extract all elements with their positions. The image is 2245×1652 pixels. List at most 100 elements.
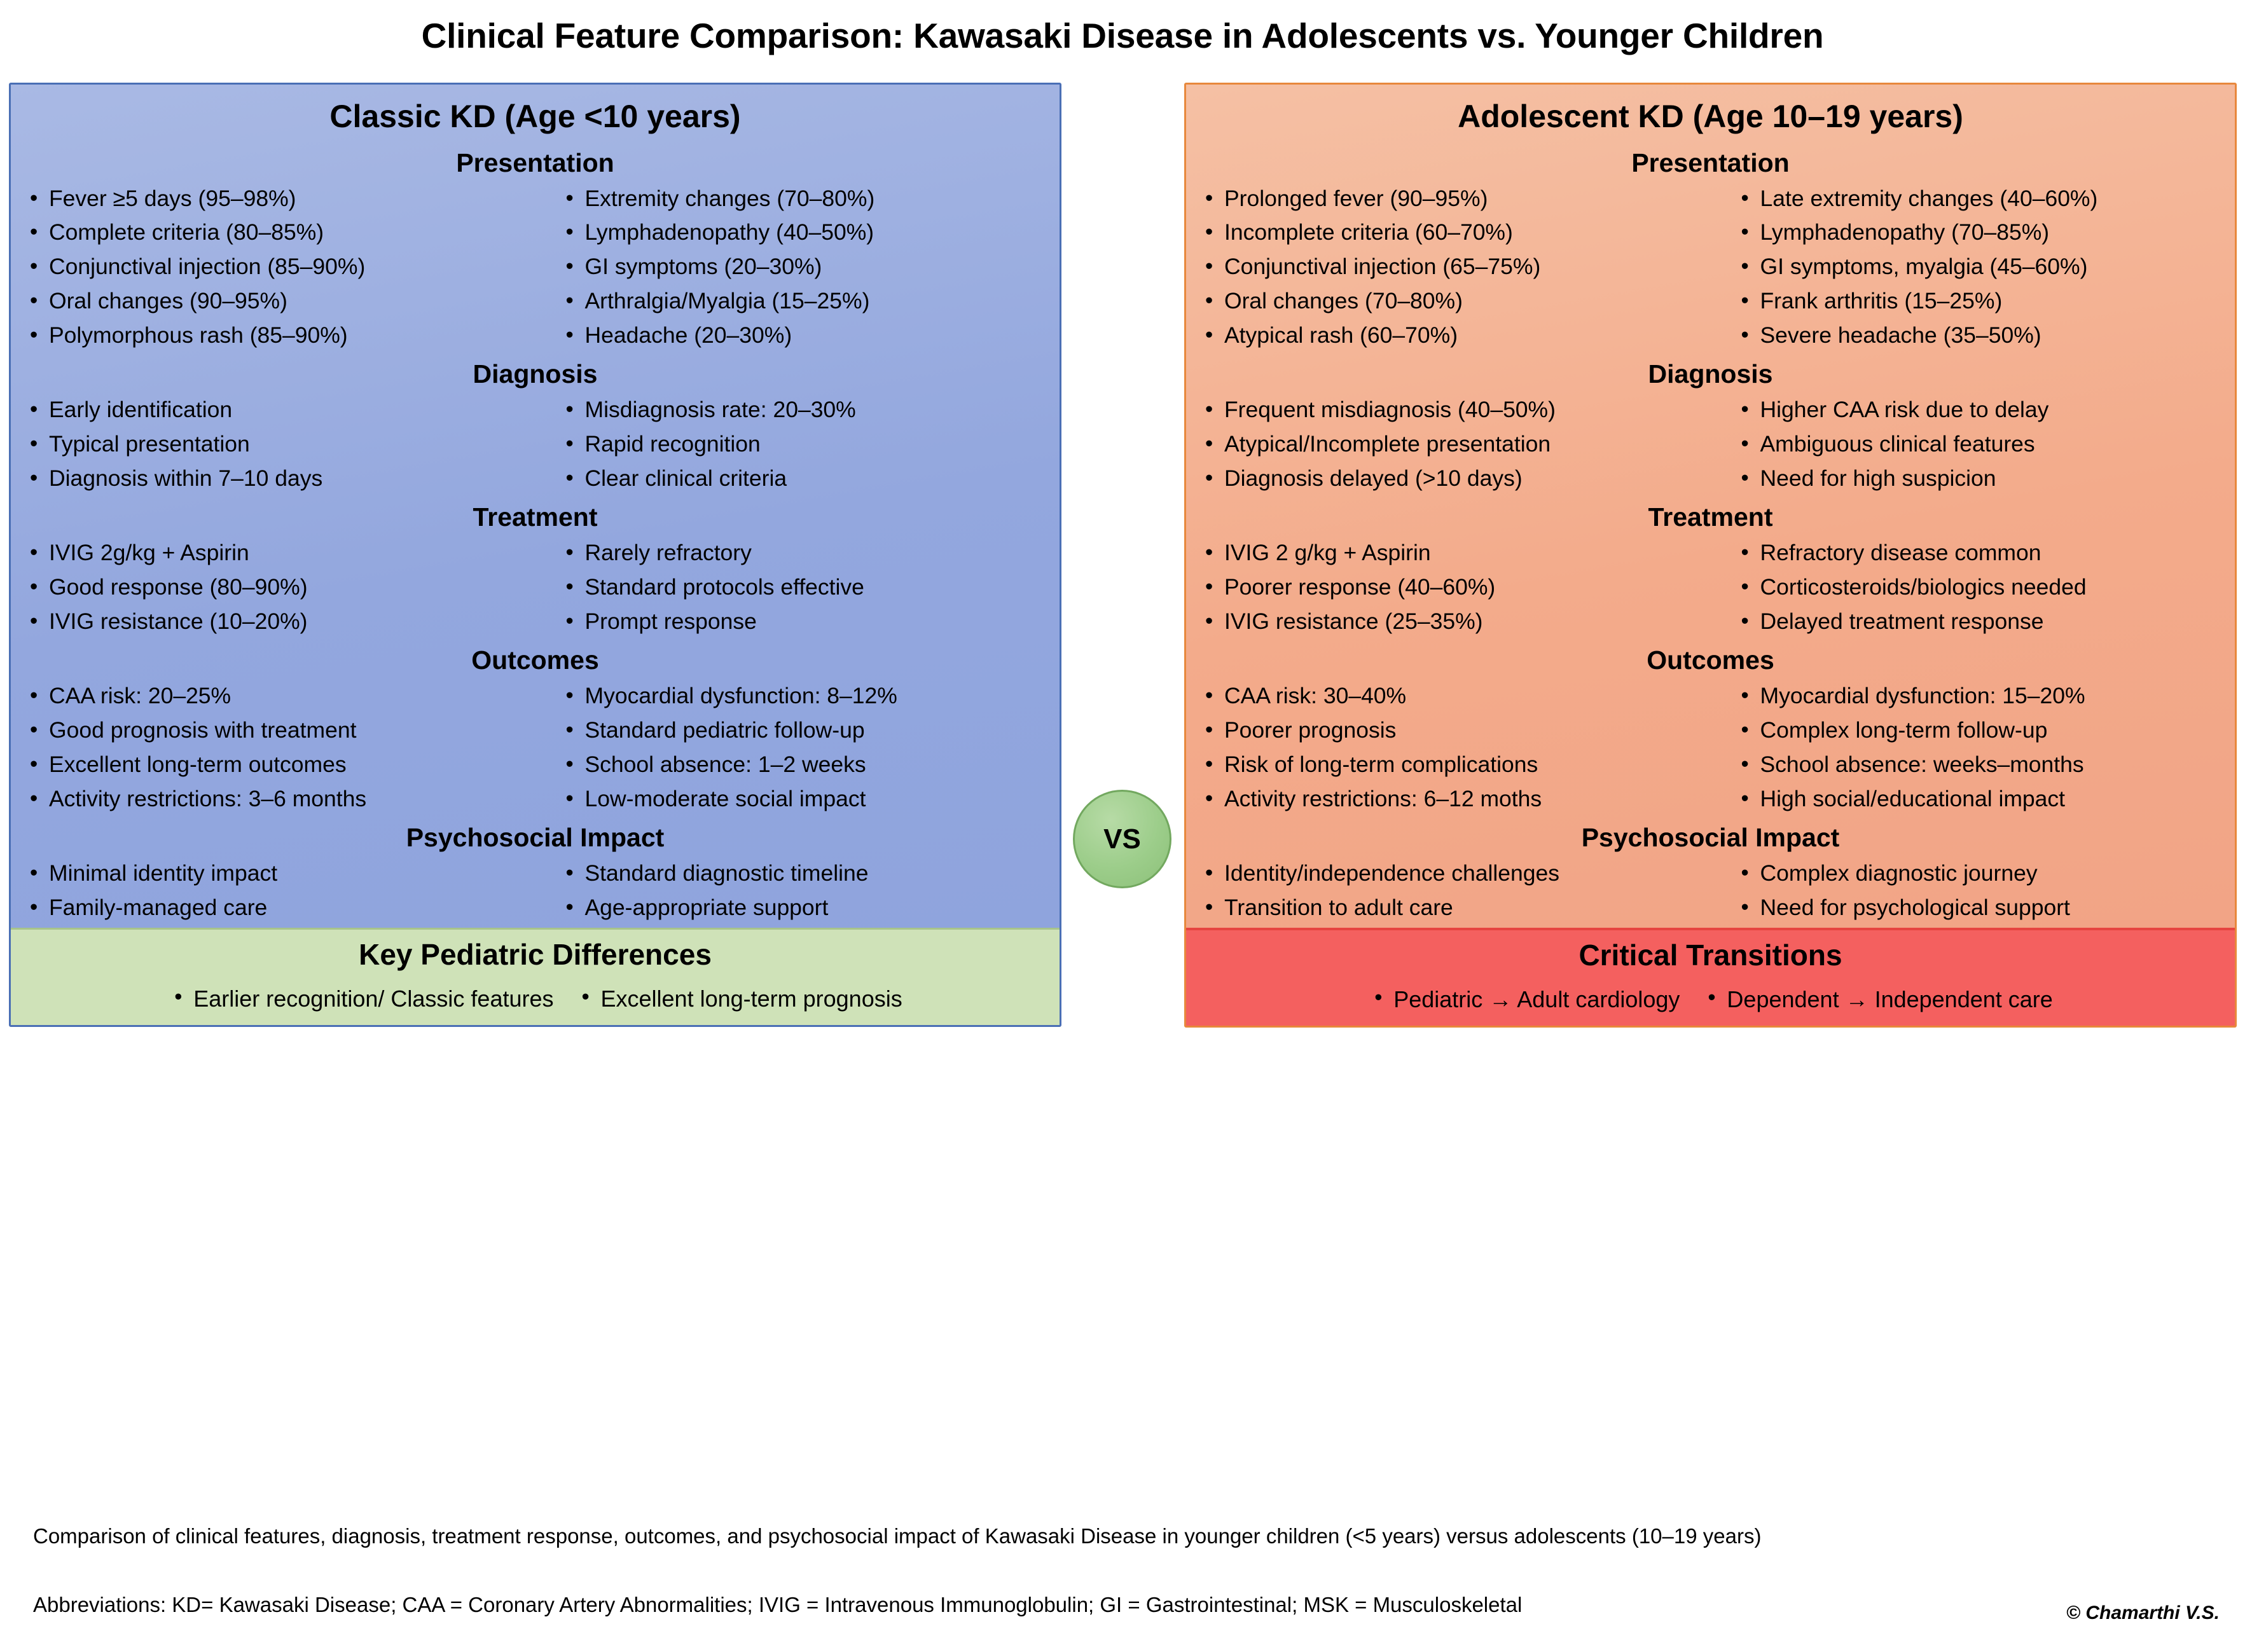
list-item: Early identification	[24, 392, 533, 427]
bullet-list: Prolonged fever (90–95%)Incomplete crite…	[1199, 181, 1708, 354]
list-item: GI symptoms (20–30%)	[560, 249, 1054, 284]
section-heading-outcomes: Outcomes	[1647, 645, 1774, 675]
list-item: Risk of long-term complications	[1199, 747, 1708, 782]
list-item: Frequent misdiagnosis (40–50%)	[1199, 392, 1708, 427]
bullet-column: Identity/independence challengesTransiti…	[1190, 856, 1711, 925]
bullet-list: CAA risk: 20–25%Good prognosis with trea…	[24, 678, 533, 816]
page-title: Clinical Feature Comparison: Kawasaki Di…	[421, 16, 1824, 55]
section-columns: Identity/independence challengesTransiti…	[1190, 856, 2231, 925]
list-item: Rapid recognition	[560, 427, 1054, 462]
list-item: Good response (80–90%)	[24, 570, 533, 605]
list-item: CAA risk: 30–40%	[1199, 678, 1708, 713]
list-item: Standard diagnostic timeline	[560, 856, 1054, 891]
section-heading-diagnosis: Diagnosis	[473, 359, 598, 389]
bullet-column: IVIG 2g/kg + AspirinGood response (80–90…	[15, 535, 535, 639]
footer-items-right: Pediatric → Adult cardiologyDependent → …	[1190, 985, 2231, 1013]
bullet-column: Early identificationTypical presentation…	[15, 392, 535, 496]
footer-item: Pediatric → Adult cardiology	[1368, 985, 1680, 1013]
bullet-list: Myocardial dysfunction: 15–20%Complex lo…	[1735, 678, 2229, 816]
bullet-list: Misdiagnosis rate: 20–30%Rapid recogniti…	[560, 392, 1054, 496]
list-item: Misdiagnosis rate: 20–30%	[560, 392, 1054, 427]
list-item: Extremity changes (70–80%)	[560, 181, 1054, 216]
list-item: Activity restrictions: 6–12 moths	[1199, 781, 1708, 816]
bullet-list: Standard diagnostic timelineAge-appropri…	[560, 856, 1054, 925]
list-item: Age-appropriate support	[560, 890, 1054, 925]
list-item: Diagnosis within 7–10 days	[24, 461, 533, 496]
comparison-area: Classic KD (Age <10 years) PresentationF…	[0, 83, 2245, 1504]
list-item: IVIG 2g/kg + Aspirin	[24, 535, 533, 570]
footer-items-left: Earlier recognition/ Classic features Exc…	[15, 984, 1056, 1012]
bullet-list: IVIG 2 g/kg + AspirinPoorer response (40…	[1199, 535, 1708, 639]
panel-adolescent-kd-body: Adolescent KD (Age 10–19 years) Presenta…	[1186, 85, 2235, 928]
list-item: Fever ≥5 days (95–98%)	[24, 181, 533, 216]
right-sections: PresentationProlonged fever (90–95%)Inco…	[1190, 148, 2231, 925]
list-item: Poorer prognosis	[1199, 713, 1708, 748]
section-heading-treatment: Treatment	[473, 502, 598, 532]
list-item: Myocardial dysfunction: 8–12%	[560, 678, 1054, 713]
bullet-list: Higher CAA risk due to delayAmbiguous cl…	[1735, 392, 2229, 496]
bullet-list: Extremity changes (70–80%)Lymphadenopath…	[560, 181, 1054, 354]
list-item: Late extremity changes (40–60%)	[1735, 181, 2229, 216]
list-item: Need for high suspicion	[1735, 461, 2229, 496]
list-item: Polymorphous rash (85–90%)	[24, 318, 533, 353]
bullet-column: Extremity changes (70–80%)Lymphadenopath…	[535, 181, 1056, 354]
list-item: Low-moderate social impact	[560, 781, 1054, 816]
list-item: Frank arthritis (15–25%)	[1735, 284, 2229, 319]
list-item: Minimal identity impact	[24, 856, 533, 891]
left-sections: PresentationFever ≥5 days (95–98%)Comple…	[15, 148, 1056, 925]
section-heading-diagnosis: Diagnosis	[1648, 359, 1773, 389]
list-item: IVIG resistance (25–35%)	[1199, 604, 1708, 639]
list-item: Severe headache (35–50%)	[1735, 318, 2229, 353]
bullet-list: Frequent misdiagnosis (40–50%)Atypical/I…	[1199, 392, 1708, 496]
bullet-list: Identity/independence challengesTransiti…	[1199, 856, 1708, 925]
list-item: Clear clinical criteria	[560, 461, 1054, 496]
list-item: Standard protocols effective	[560, 570, 1054, 605]
copyright-notice: © Chamarthi V.S.	[2066, 1602, 2220, 1623]
panel-adolescent-kd-title: Adolescent KD (Age 10–19 years)	[1458, 99, 1963, 134]
bullet-column: Myocardial dysfunction: 15–20%Complex lo…	[1711, 678, 2232, 816]
list-item: GI symptoms, myalgia (45–60%)	[1735, 249, 2229, 284]
bullet-column: Rarely refractoryStandard protocols effe…	[535, 535, 1056, 639]
section-columns: CAA risk: 20–25%Good prognosis with trea…	[15, 678, 1056, 816]
list-item: Prolonged fever (90–95%)	[1199, 181, 1708, 216]
figure-caption: Comparison of clinical features, diagnos…	[33, 1524, 1762, 1548]
bullet-column: CAA risk: 20–25%Good prognosis with trea…	[15, 678, 535, 816]
panel-classic-kd-title: Classic KD (Age <10 years)	[329, 99, 741, 134]
list-item: Complete criteria (80–85%)	[24, 215, 533, 250]
list-item: Corticosteroids/biologics needed	[1735, 570, 2229, 605]
bullet-list: Late extremity changes (40–60%)Lymphaden…	[1735, 181, 2229, 354]
bullet-list: Fever ≥5 days (95–98%)Complete criteria …	[24, 181, 533, 354]
bullet-column: Late extremity changes (40–60%)Lymphaden…	[1711, 181, 2232, 354]
section-heading-psychosocial-impact: Psychosocial Impact	[1581, 822, 1840, 852]
bullet-column: Higher CAA risk due to delayAmbiguous cl…	[1711, 392, 2232, 496]
vs-badge: VS	[1073, 790, 1171, 888]
critical-transitions-footer: Critical Transitions Pediatric → Adult c…	[1186, 927, 2235, 1026]
list-item: Myocardial dysfunction: 15–20%	[1735, 678, 2229, 713]
bullet-list: IVIG 2g/kg + AspirinGood response (80–90…	[24, 535, 533, 639]
section-columns: Minimal identity impactFamily-managed ca…	[15, 856, 1056, 925]
list-item: IVIG 2 g/kg + Aspirin	[1199, 535, 1708, 570]
bullet-list: Early identificationTypical presentation…	[24, 392, 533, 496]
section-heading-outcomes: Outcomes	[471, 645, 599, 675]
footer-item: Earlier recognition/ Classic features	[168, 984, 553, 1012]
abbreviations-line: Abbreviations: KD= Kawasaki Disease; CAA…	[33, 1592, 1523, 1616]
panel-classic-kd: Classic KD (Age <10 years) PresentationF…	[9, 83, 1061, 1027]
section-columns: CAA risk: 30–40%Poorer prognosisRisk of …	[1190, 678, 2232, 816]
list-item: Complex diagnostic journey	[1735, 856, 2229, 891]
bullet-column: CAA risk: 30–40%Poorer prognosisRisk of …	[1190, 678, 1711, 816]
section-heading-presentation: Presentation	[456, 148, 614, 177]
list-item: Rarely refractory	[560, 535, 1054, 570]
caption-block: Comparison of clinical features, diagnos…	[33, 1521, 2214, 1620]
bullet-column: Myocardial dysfunction: 8–12%Standard pe…	[535, 678, 1056, 816]
list-item: Transition to adult care	[1199, 890, 1708, 925]
section-columns: Prolonged fever (90–95%)Incomplete crite…	[1190, 181, 2232, 354]
list-item: Complex long-term follow-up	[1735, 713, 2229, 748]
list-item: Need for psychological support	[1735, 890, 2229, 925]
footer-item: Excellent long-term prognosis	[576, 984, 902, 1012]
section-heading-presentation: Presentation	[1631, 148, 1790, 177]
section-columns: IVIG 2g/kg + AspirinGood response (80–90…	[15, 535, 1056, 639]
section-columns: Fever ≥5 days (95–98%)Complete criteria …	[15, 181, 1056, 354]
section-columns: Frequent misdiagnosis (40–50%)Atypical/I…	[1190, 392, 2232, 496]
list-item: Conjunctival injection (65–75%)	[1199, 249, 1708, 284]
